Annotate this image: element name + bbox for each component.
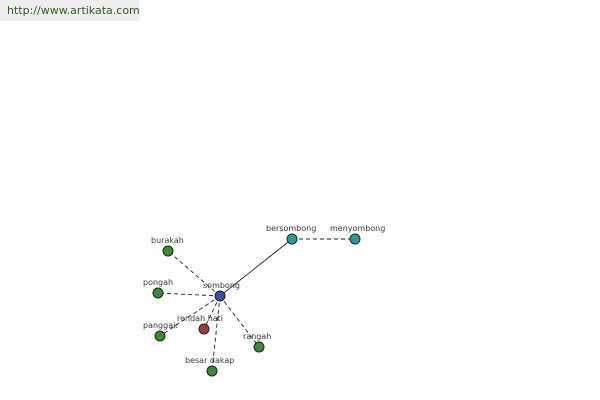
node-panggak-label[interactable]: panggak	[143, 321, 178, 330]
node-bersombong-marker[interactable]	[286, 233, 298, 245]
node-rangah-label[interactable]: rangah	[243, 332, 271, 341]
node-besar-dakap-label[interactable]: besar dakap	[185, 356, 234, 365]
node-rangah[interactable]: rangah	[243, 332, 271, 353]
edge-layer	[157, 238, 355, 372]
node-panggak-marker[interactable]	[154, 330, 166, 342]
node-panggak[interactable]: panggak	[143, 321, 178, 342]
node-sombong[interactable]: sombong	[203, 281, 240, 302]
node-burakah-marker[interactable]	[162, 245, 174, 257]
edge-sombong-rangah	[219, 295, 260, 348]
site-url[interactable]: http://www.artikata.com	[0, 0, 140, 21]
edge-sombong-besar-dakap	[211, 295, 221, 372]
edge-sombong-pongah	[157, 292, 221, 297]
node-menyombong-label[interactable]: menyombong	[330, 224, 385, 233]
node-bersombong-label[interactable]: bersombong	[266, 224, 316, 233]
edge-sombong-rendah-hati	[203, 295, 221, 330]
node-rendah-hati[interactable]: rendah hati	[177, 314, 223, 335]
node-burakah[interactable]: burakah	[151, 236, 184, 257]
node-menyombong-marker[interactable]	[349, 233, 361, 245]
edge-sombong-bersombong	[219, 238, 293, 297]
node-pongah[interactable]: pongah	[143, 278, 173, 299]
node-rendah-hati-marker[interactable]	[198, 323, 210, 335]
node-bersombong[interactable]: bersombong	[266, 224, 316, 245]
node-sombong-marker[interactable]	[214, 290, 226, 302]
node-sombong-label[interactable]: sombong	[203, 281, 240, 290]
node-besar-dakap[interactable]: besar dakap	[185, 356, 234, 377]
node-besar-dakap-marker[interactable]	[206, 365, 218, 377]
node-menyombong[interactable]: menyombong	[330, 224, 385, 245]
node-pongah-marker[interactable]	[152, 287, 164, 299]
edge-sombong-panggak	[159, 295, 221, 337]
node-layer: sombong bersombong menyombong burakah pongah…	[143, 224, 385, 377]
node-rendah-hati-label[interactable]: rendah hati	[177, 314, 223, 323]
node-pongah-label[interactable]: pongah	[143, 278, 173, 287]
node-rangah-marker[interactable]	[253, 341, 265, 353]
node-burakah-label[interactable]: burakah	[151, 236, 184, 245]
edge-sombong-burakah	[167, 250, 221, 297]
